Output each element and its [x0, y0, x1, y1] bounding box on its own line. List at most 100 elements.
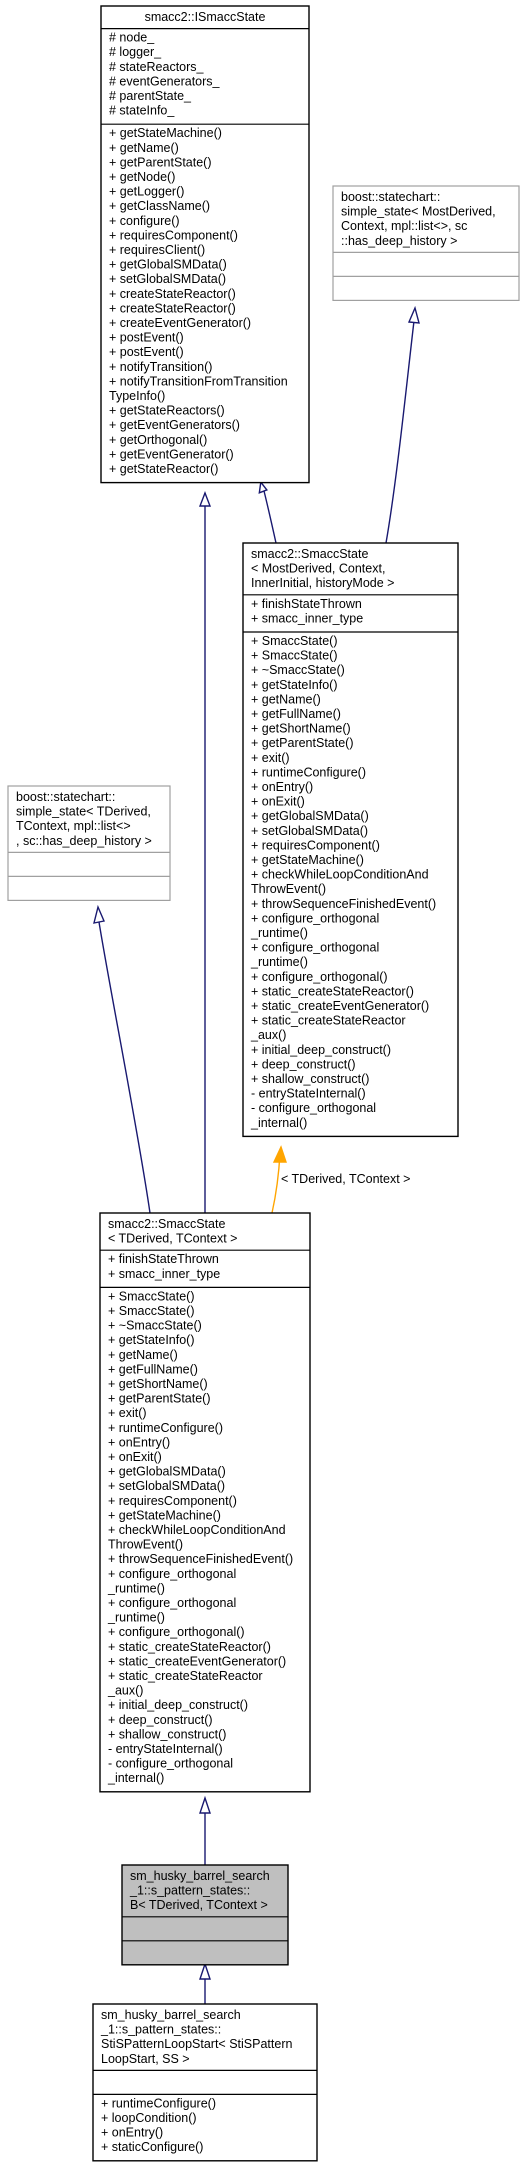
arrowhead-t-to-ismaccstate	[198, 491, 212, 507]
class-method: + getStateInfo()	[251, 678, 338, 692]
class-title-line: sm_husky_barrel_search	[130, 1869, 270, 1883]
class-title-line: LoopStart, SS >	[101, 2052, 190, 2066]
class-method: TypeInfo()	[109, 389, 165, 403]
class-method: + SmaccState()	[251, 634, 338, 648]
class-method: + notifyTransitionFromTransition	[109, 374, 288, 388]
class-method: + getNode()	[109, 170, 175, 184]
class-title-line: _1::s_pattern_states::	[100, 2023, 221, 2037]
class-method: - configure_orthogonal	[108, 1757, 233, 1771]
class-method: + onExit()	[108, 1450, 162, 1464]
class-method: + static_createStateReactor	[251, 1014, 406, 1028]
edge-generic-to-ismaccstate	[263, 490, 277, 544]
class-method: + initial_deep_construct()	[108, 1698, 248, 1712]
class-title-line: < MostDerived, Context,	[251, 562, 385, 576]
class-method: + throwSequenceFinishedEvent()	[251, 897, 436, 911]
class-title-line: boost::statechart::	[16, 790, 115, 804]
class-method: + ~SmaccState()	[108, 1319, 202, 1333]
class-method: + runtimeConfigure()	[101, 2096, 216, 2110]
class-method: + configure_orthogonal()	[251, 970, 388, 984]
class-method: - entryStateInternal()	[251, 1087, 366, 1101]
class-method: + ~SmaccState()	[251, 663, 345, 677]
class-method: + configure_orthogonal	[108, 1596, 236, 1610]
class-method: + getStateInfo()	[108, 1333, 195, 1347]
class-method: + getEventGenerator()	[109, 447, 234, 461]
class-method: + getGlobalSMData()	[109, 258, 227, 272]
class-ismaccstate[interactable]: smacc2::ISmaccState# node_# logger_# sta…	[100, 5, 310, 484]
class-method: + setGlobalSMData()	[109, 272, 226, 286]
class-method: + deep_construct()	[251, 1057, 356, 1071]
class-method: + static_createStateReactor()	[108, 1640, 271, 1654]
class-attribute: # node_	[109, 31, 155, 45]
class-method: + exit()	[108, 1406, 147, 1420]
class-method: _aux()	[107, 1684, 143, 1698]
arrowhead-generic-to-ismaccstate	[258, 480, 268, 494]
class-box	[99, 1212, 311, 1793]
class-method: + createEventGenerator()	[109, 316, 251, 330]
class-method: + requiresClient()	[109, 243, 205, 257]
class-method: + requiresComponent()	[109, 228, 238, 242]
class-box	[7, 785, 171, 902]
class-smaccstate-tderived[interactable]: smacc2::SmaccState< TDerived, TContext >…	[99, 1212, 311, 1793]
class-method: + getFullName()	[108, 1362, 198, 1376]
class-attribute: + smacc_inner_type	[251, 611, 363, 625]
class-title-line: simple_state< MostDerived,	[341, 205, 496, 219]
class-method: + getName()	[109, 141, 179, 155]
class-attribute: # parentState_	[109, 89, 192, 103]
class-title-line: ::has_deep_history >	[341, 234, 457, 248]
class-method: + checkWhileLoopConditionAnd	[108, 1523, 286, 1537]
class-method: + getName()	[251, 692, 321, 706]
class-box	[100, 5, 310, 484]
class-method: + static_createStateReactor()	[251, 984, 414, 998]
class-method: + requiresComponent()	[108, 1494, 237, 1508]
class-boost-simple-state-most-derived[interactable]: boost::statechart::simple_state< MostDer…	[332, 185, 520, 302]
class-smaccstate-most-derived[interactable]: smacc2::SmaccState< MostDerived, Context…	[242, 542, 459, 1138]
class-method: + SmaccState()	[108, 1289, 195, 1303]
class-method: + static_createStateReactor	[108, 1669, 263, 1683]
class-method: + getParentState()	[251, 736, 354, 750]
class-method: + postEvent()	[109, 345, 184, 359]
class-method: + getParentState()	[109, 155, 212, 169]
class-title-line: simple_state< TDerived,	[16, 805, 151, 819]
class-method: + getName()	[108, 1348, 178, 1362]
class-title-line: TContext, mpl::list<>	[16, 819, 131, 833]
class-method: + static_createEventGenerator()	[251, 999, 429, 1013]
class-method: + configure()	[109, 214, 180, 228]
class-method: + getStateMachine()	[251, 853, 364, 867]
class-method: ThrowEvent()	[251, 882, 326, 896]
class-title-line: boost::statechart::	[341, 190, 440, 204]
template-binding-label: < TDerived, TContext >	[281, 1172, 410, 1186]
class-sti-s-pattern-loop-start[interactable]: sm_husky_barrel_search_1::s_pattern_stat…	[92, 2003, 318, 2162]
edge-generic-to-boost-top	[385, 320, 415, 544]
class-title-line: smacc2::SmaccState	[108, 1217, 225, 1231]
class-method: + configure_orthogonal	[251, 941, 379, 955]
class-attribute: # stateInfo_	[109, 104, 175, 118]
class-title-line: sm_husky_barrel_search	[101, 2008, 241, 2022]
class-title-line: _1::s_pattern_states::	[129, 1884, 250, 1898]
class-method: + notifyTransition()	[109, 360, 212, 374]
class-box	[121, 1864, 289, 1966]
class-method: _aux()	[250, 1028, 286, 1042]
class-method: - entryStateInternal()	[108, 1742, 223, 1756]
class-method: + getLogger()	[109, 185, 184, 199]
class-method: ThrowEvent()	[108, 1538, 183, 1552]
class-method: _internal()	[107, 1771, 164, 1785]
class-method: + SmaccState()	[108, 1304, 195, 1318]
class-method: + onEntry()	[251, 780, 313, 794]
class-state-b[interactable]: sm_husky_barrel_search_1::s_pattern_stat…	[121, 1864, 289, 1966]
class-method: + setGlobalSMData()	[251, 824, 368, 838]
class-method: _internal()	[250, 1116, 307, 1130]
class-method: + onEntry()	[101, 2126, 163, 2140]
class-method: + getOrthogonal()	[109, 433, 207, 447]
class-method: + checkWhileLoopConditionAnd	[251, 868, 429, 882]
class-attribute: # stateReactors_	[109, 60, 205, 74]
class-method: + getStateMachine()	[109, 126, 222, 140]
class-method: + runtimeConfigure()	[251, 765, 366, 779]
class-boost-simple-state-tderived[interactable]: boost::statechart::simple_state< TDerive…	[7, 785, 171, 902]
class-method: + loopCondition()	[101, 2111, 197, 2125]
class-method: + createStateReactor()	[109, 287, 236, 301]
class-method: + getGlobalSMData()	[251, 809, 369, 823]
class-method: + configure_orthogonal()	[108, 1625, 245, 1639]
class-method: + getShortName()	[251, 722, 351, 736]
class-box	[332, 185, 520, 302]
